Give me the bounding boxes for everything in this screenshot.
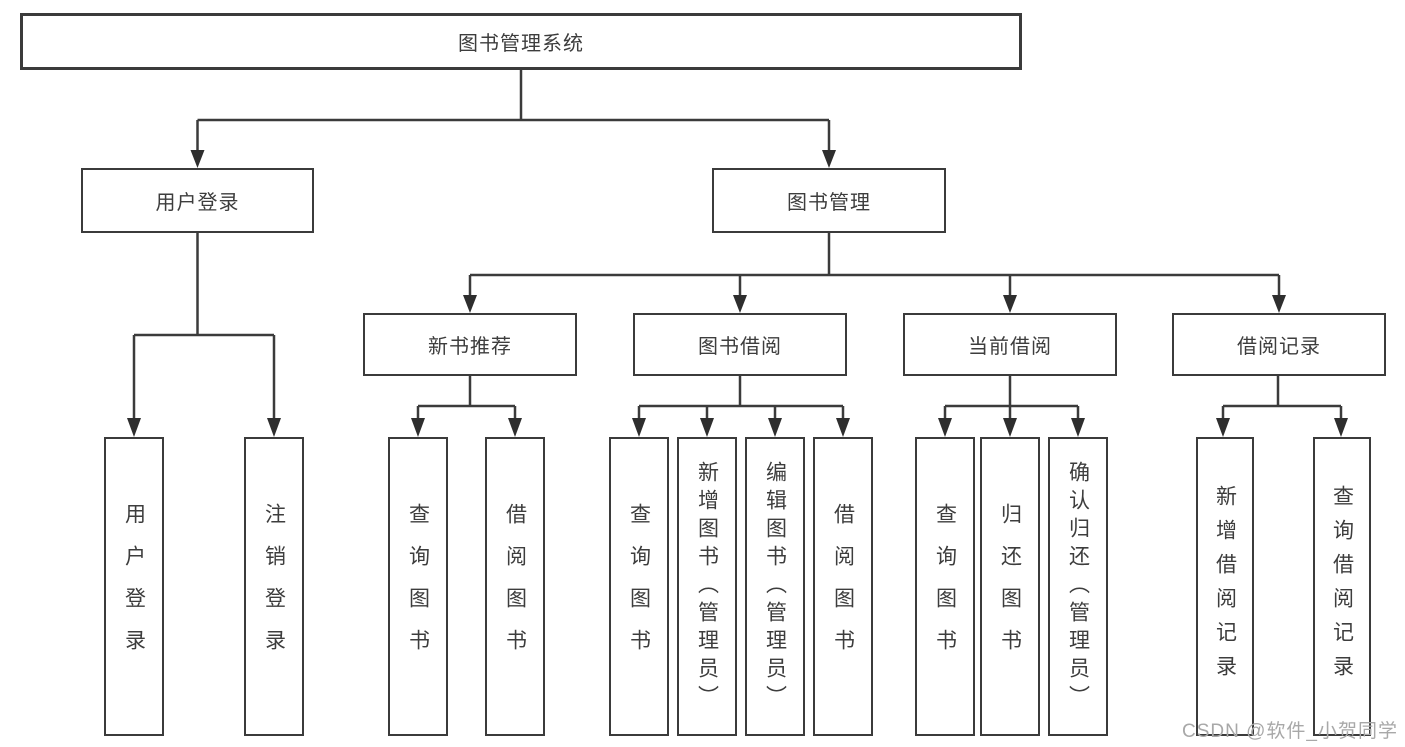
node-nb-borrow-books-label: 借阅图书	[503, 502, 527, 671]
node-user-login: 用户登录	[81, 168, 314, 233]
node-bb-query-books-label: 查询图书	[627, 502, 651, 671]
node-br-query-record: 查询借阅记录	[1313, 437, 1371, 736]
node-bb-add-books: 新增图书（管理员）	[677, 437, 737, 736]
node-login: 用户登录	[104, 437, 164, 736]
node-borrowing-records-label: 借阅记录	[1237, 336, 1321, 358]
connector-lines	[132, 70, 1343, 421]
node-book-management: 图书管理	[712, 168, 946, 233]
node-logout: 注销登录	[244, 437, 304, 736]
node-bb-edit-books: 编辑图书（管理员）	[745, 437, 805, 736]
node-cb-query-books: 查询图书	[915, 437, 975, 736]
node-user-login-label: 用户登录	[155, 192, 240, 214]
node-current-borrowing: 当前借阅	[903, 313, 1117, 376]
node-bb-borrow-books-label: 借阅图书	[831, 502, 855, 671]
node-bb-edit-books-label: 编辑图书（管理员）	[763, 460, 787, 713]
node-br-add-record-label: 新增借阅记录	[1213, 484, 1237, 689]
node-br-add-record: 新增借阅记录	[1196, 437, 1254, 736]
node-bb-query-books: 查询图书	[609, 437, 669, 736]
node-login-label: 用户登录	[122, 502, 146, 671]
node-book-borrowing: 图书借阅	[633, 313, 847, 376]
node-nb-query-books: 查询图书	[388, 437, 448, 736]
node-cb-return-books: 归还图书	[980, 437, 1040, 736]
node-cb-return-books-label: 归还图书	[998, 502, 1022, 671]
node-bb-add-books-label: 新增图书（管理员）	[695, 460, 719, 713]
node-book-management-label: 图书管理	[787, 192, 871, 214]
node-book-borrowing-label: 图书借阅	[698, 336, 782, 358]
node-new-book-recommend: 新书推荐	[363, 313, 577, 376]
node-logout-label: 注销登录	[262, 502, 286, 671]
node-cb-query-books-label: 查询图书	[933, 502, 957, 671]
node-nb-query-books-label: 查询图书	[406, 502, 430, 671]
node-cb-confirm-return: 确认归还（管理员）	[1048, 437, 1108, 736]
node-current-borrowing-label: 当前借阅	[968, 336, 1052, 358]
node-bb-borrow-books: 借阅图书	[813, 437, 873, 736]
node-borrowing-records: 借阅记录	[1172, 313, 1386, 376]
node-nb-borrow-books: 借阅图书	[485, 437, 545, 736]
node-cb-confirm-return-label: 确认归还（管理员）	[1066, 460, 1090, 713]
csdn-watermark: CSDN @软件_小贺同学	[1182, 721, 1398, 742]
node-root: 图书管理系统	[20, 13, 1022, 70]
node-new-book-recommend-label: 新书推荐	[428, 336, 512, 358]
node-root-label: 图书管理系统	[458, 33, 584, 55]
node-br-query-record-label: 查询借阅记录	[1330, 484, 1354, 689]
